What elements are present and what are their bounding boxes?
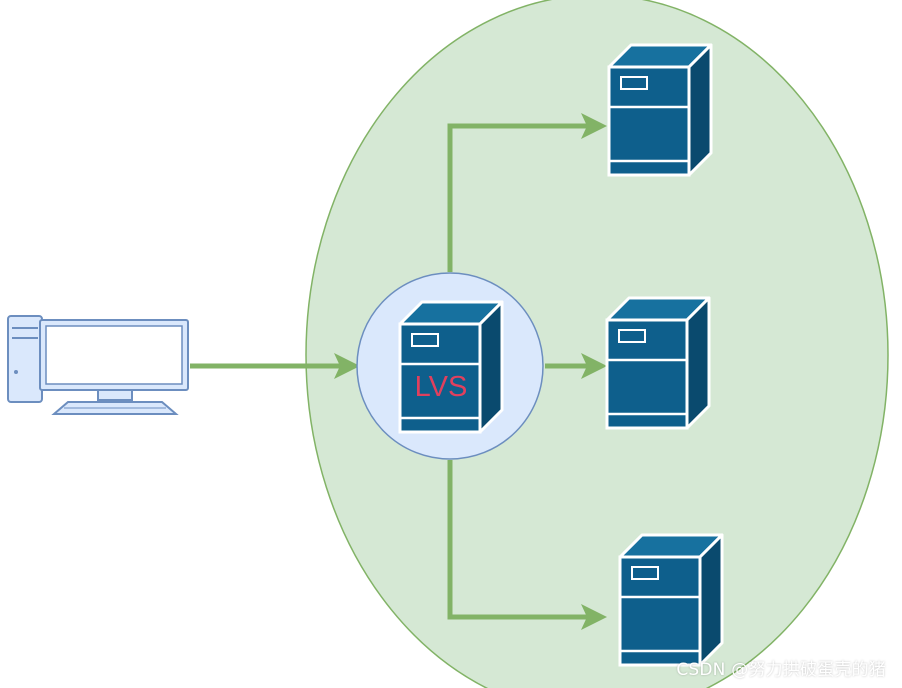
arrow-lvs-to-server-bottom: [447, 460, 590, 620]
arrowhead-server-top: [581, 113, 607, 139]
arrowhead-lvs: [334, 353, 360, 379]
client-computer-icon: [7, 315, 189, 415]
lvs-label: LVS: [415, 371, 468, 403]
watermark-text: CSDN @努力拱破蛋壳的猪: [676, 660, 886, 680]
server-middle-icon: [605, 296, 711, 430]
arrowhead-server-bottom: [581, 604, 607, 630]
arrow-lvs-to-server-top: [447, 123, 590, 272]
server-bottom-icon: [618, 533, 724, 667]
arrowhead-server-middle: [581, 353, 607, 379]
arrows: [190, 123, 592, 620]
server-top-icon: [607, 43, 713, 177]
lvs-server-icon: [398, 300, 504, 434]
